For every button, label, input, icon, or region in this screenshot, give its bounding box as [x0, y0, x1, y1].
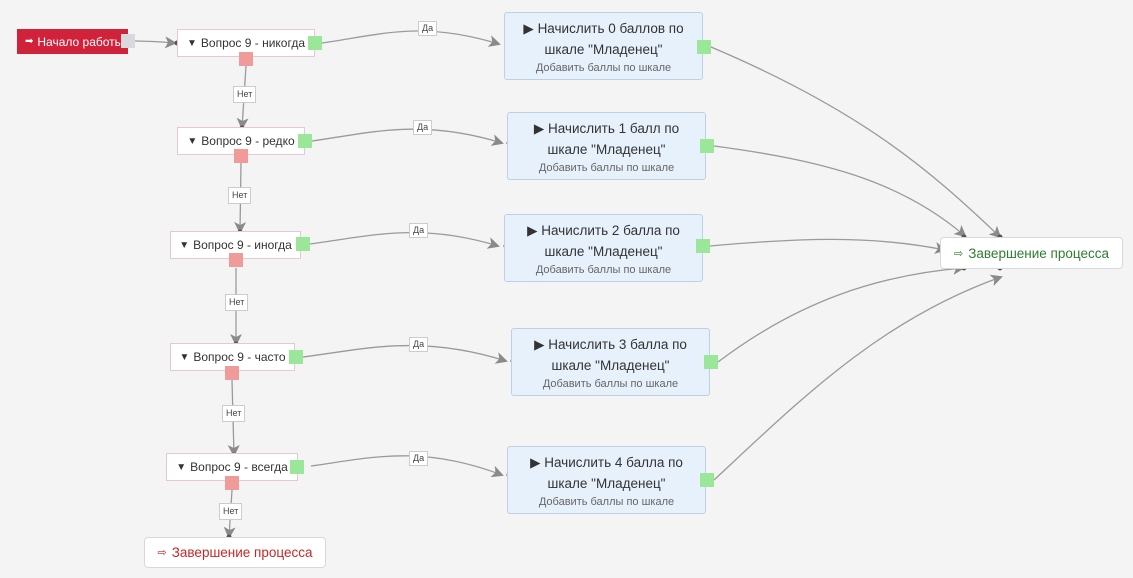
edge-label-no: Нет — [228, 187, 252, 204]
edge-label-no: Нет — [222, 405, 246, 422]
edge-action5-end — [713, 274, 1003, 481]
play-icon: ▶ — [530, 455, 545, 470]
action-title-line2: шкале "Младенец" — [551, 358, 670, 373]
condition-label: Вопрос 9 - никогда — [200, 36, 305, 50]
no-port[interactable] — [239, 52, 253, 66]
output-port[interactable] — [700, 473, 714, 487]
action-title-line2: шкале "Младенец" — [547, 142, 666, 157]
start-node-label: Начало работы — [37, 34, 124, 49]
no-port[interactable] — [229, 253, 243, 267]
edge-label-yes: Да — [409, 451, 429, 466]
action-subtitle: Добавить баллы по шкале — [538, 162, 675, 174]
condition-node-3[interactable]: ▼ Вопрос 9 - иногда — [170, 231, 301, 259]
condition-label: Вопрос 9 - часто — [193, 350, 286, 364]
edge-label-yes: Да — [418, 21, 438, 36]
sign-out-icon: ⇨ — [157, 547, 167, 559]
edge-cond2-action2 — [311, 128, 504, 146]
action-subtitle: Добавить баллы по шкале — [535, 264, 672, 276]
sign-out-icon: ⇨ — [954, 247, 964, 260]
no-port[interactable] — [225, 476, 239, 490]
filter-icon: ▼ — [179, 239, 190, 251]
edge-action3-end — [709, 238, 947, 254]
edge-label-no: Нет — [219, 503, 243, 520]
action-node-5[interactable]: ▶ Начислить 4 балла по шкале "Младенец" Д… — [507, 446, 706, 514]
start-node[interactable]: ➡ Начало работы — [17, 29, 128, 54]
edge-label-yes: Да — [409, 337, 429, 352]
action-title-line2: шкале "Младенец" — [544, 42, 663, 57]
action-title-line2: шкале "Младенец" — [547, 476, 666, 491]
action-title: Начислить 2 балла по — [541, 223, 680, 238]
action-node-2[interactable]: ▶ Начислить 1 балл по шкале "Младенец" До… — [507, 112, 706, 180]
edge-start-cond1 — [134, 36, 177, 49]
condition-label: Вопрос 9 - редко — [201, 134, 295, 148]
action-title: Начислить 4 балла по — [544, 455, 683, 470]
condition-node-2[interactable]: ▼ Вопрос 9 - редко — [177, 127, 305, 155]
action-node-4[interactable]: ▶ Начислить 3 балла по шкале "Младенец" Д… — [511, 328, 710, 396]
condition-label: Вопрос 9 - всегда — [190, 460, 288, 474]
sign-in-icon: ➡ — [25, 36, 34, 47]
end-node-label: Завершение процесса — [171, 545, 313, 560]
output-port[interactable] — [700, 139, 714, 153]
yes-port[interactable] — [298, 134, 312, 148]
no-port[interactable] — [234, 149, 248, 163]
filter-icon: ▼ — [179, 351, 190, 363]
yes-port[interactable] — [296, 237, 310, 251]
output-port[interactable] — [704, 355, 718, 369]
filter-icon: ▼ — [187, 135, 198, 147]
end-node-success[interactable]: ⇨ Завершение процесса — [940, 237, 1123, 269]
action-title-line2: шкале "Младенец" — [544, 244, 663, 259]
edge-label-no: Нет — [233, 86, 257, 103]
output-port[interactable] — [697, 40, 711, 54]
filter-icon: ▼ — [186, 37, 197, 49]
action-title: Начислить 0 баллов по — [537, 21, 684, 36]
edge-cond1-action1 — [321, 30, 501, 47]
output-port[interactable] — [696, 239, 710, 253]
edge-action2-end — [713, 145, 967, 238]
play-icon: ▶ — [527, 223, 542, 238]
edge-action1-end — [710, 46, 1002, 239]
action-subtitle: Добавить баллы по шкале — [542, 378, 679, 390]
filter-icon: ▼ — [176, 461, 187, 473]
action-title: Начислить 3 балла по — [548, 337, 687, 352]
yes-port[interactable] — [290, 460, 304, 474]
edge-cond5-action5 — [310, 455, 504, 478]
play-icon: ▶ — [523, 21, 538, 36]
edge-cond3-action3 — [309, 231, 500, 249]
edge-label-no: Нет — [225, 294, 249, 311]
edge-action4-end — [717, 262, 965, 363]
yes-port[interactable] — [289, 350, 303, 364]
edge-label-yes: Да — [409, 223, 429, 238]
end-node-label: Завершение процесса — [968, 245, 1109, 261]
condition-label: Вопрос 9 - иногда — [193, 238, 292, 252]
play-icon: ▶ — [533, 121, 548, 136]
edge-label-yes: Да — [413, 120, 433, 135]
action-node-3[interactable]: ▶ Начислить 2 балла по шкале "Младенец" Д… — [504, 214, 703, 282]
play-icon: ▶ — [534, 337, 549, 352]
action-subtitle: Добавить баллы по шкале — [538, 496, 675, 508]
end-node-fail[interactable]: ⇨ Завершение процесса — [144, 537, 326, 568]
yes-port[interactable] — [308, 36, 322, 50]
edge-cond4-action4 — [302, 344, 508, 364]
no-port[interactable] — [225, 366, 239, 380]
start-output-port[interactable] — [121, 34, 135, 48]
action-title: Начислить 1 балл по — [547, 121, 680, 136]
action-subtitle: Добавить баллы по шкале — [535, 62, 672, 74]
